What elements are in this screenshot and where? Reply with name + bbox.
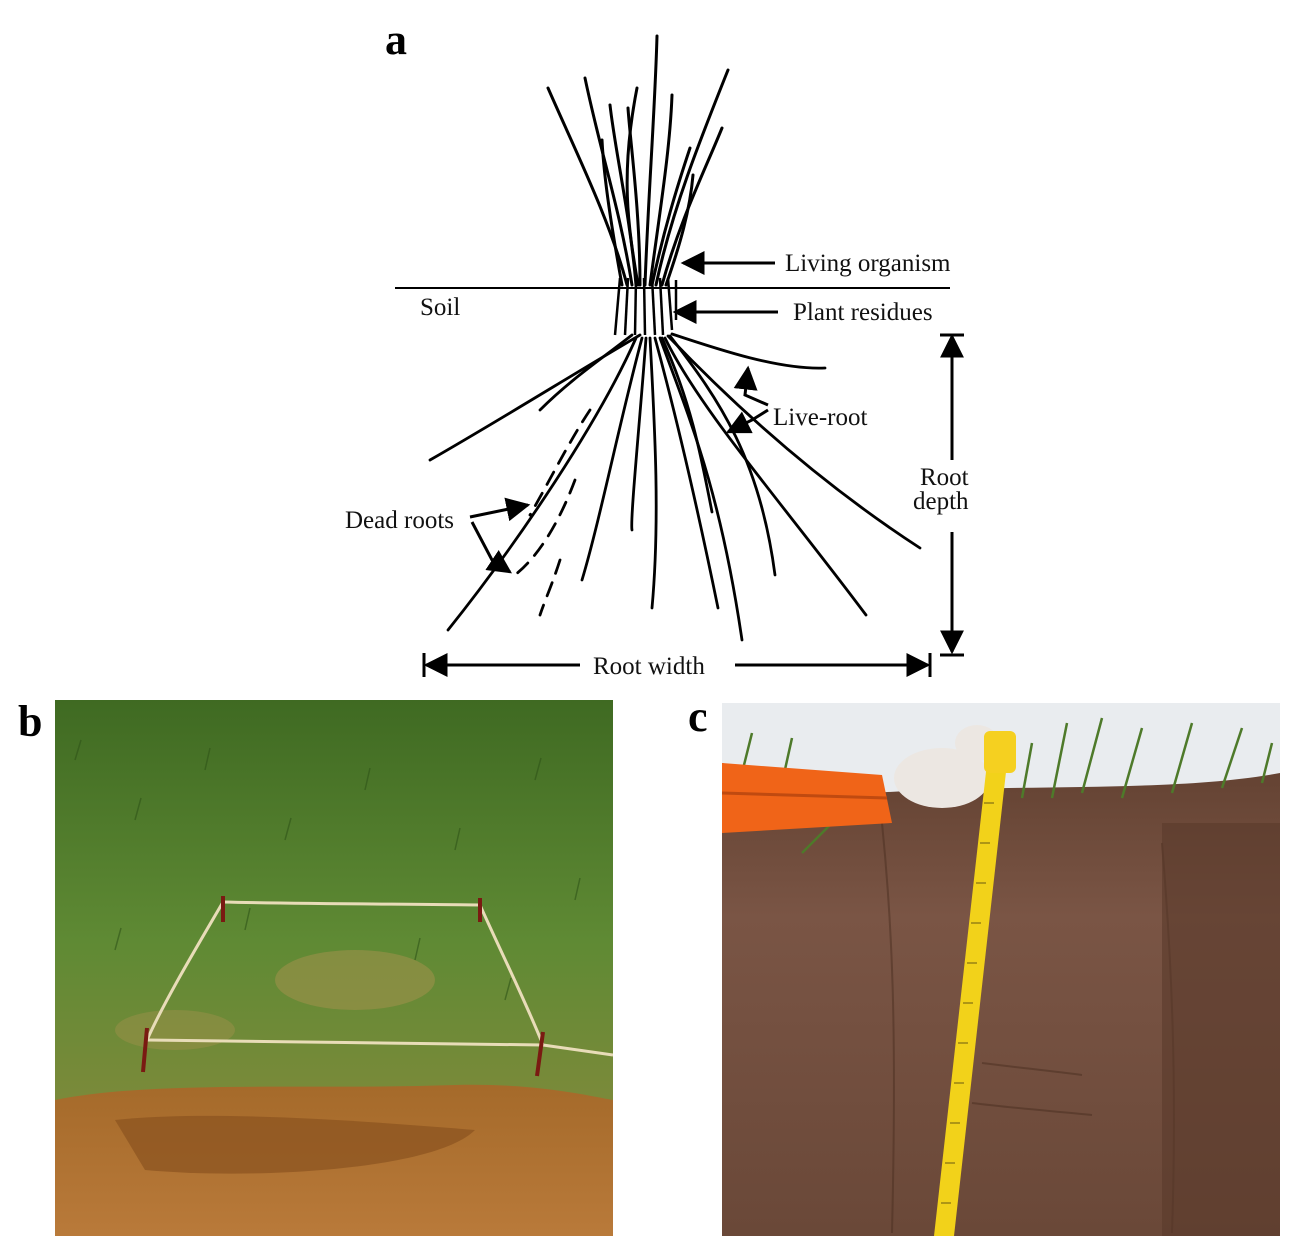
label-dead-roots: Dead roots <box>345 507 454 534</box>
label-living-organism: Living organism <box>785 250 951 277</box>
live-roots <box>428 332 922 642</box>
dimension-ticks <box>422 333 964 677</box>
panel-letter-a: a <box>385 15 407 64</box>
dead-roots <box>513 408 592 617</box>
plant-residue-crown <box>613 277 678 336</box>
label-root-width: Root width <box>593 653 705 680</box>
label-live-root: Live-root <box>773 404 867 431</box>
photo-soil-profile <box>722 703 1280 1236</box>
panel-letter-b: b <box>18 697 43 746</box>
root-diagram: Living organism Soil Plant residues Live… <box>345 34 969 680</box>
label-root-depth-1: Root <box>920 464 969 491</box>
panel-letter-c: c <box>688 692 708 741</box>
photo-grassland-plot <box>55 700 613 1236</box>
annotation-arrows <box>423 251 964 677</box>
label-soil: Soil <box>420 294 460 321</box>
label-root-depth-2: depth <box>913 488 969 515</box>
label-plant-residues: Plant residues <box>793 299 933 326</box>
grass-blades <box>546 34 730 287</box>
